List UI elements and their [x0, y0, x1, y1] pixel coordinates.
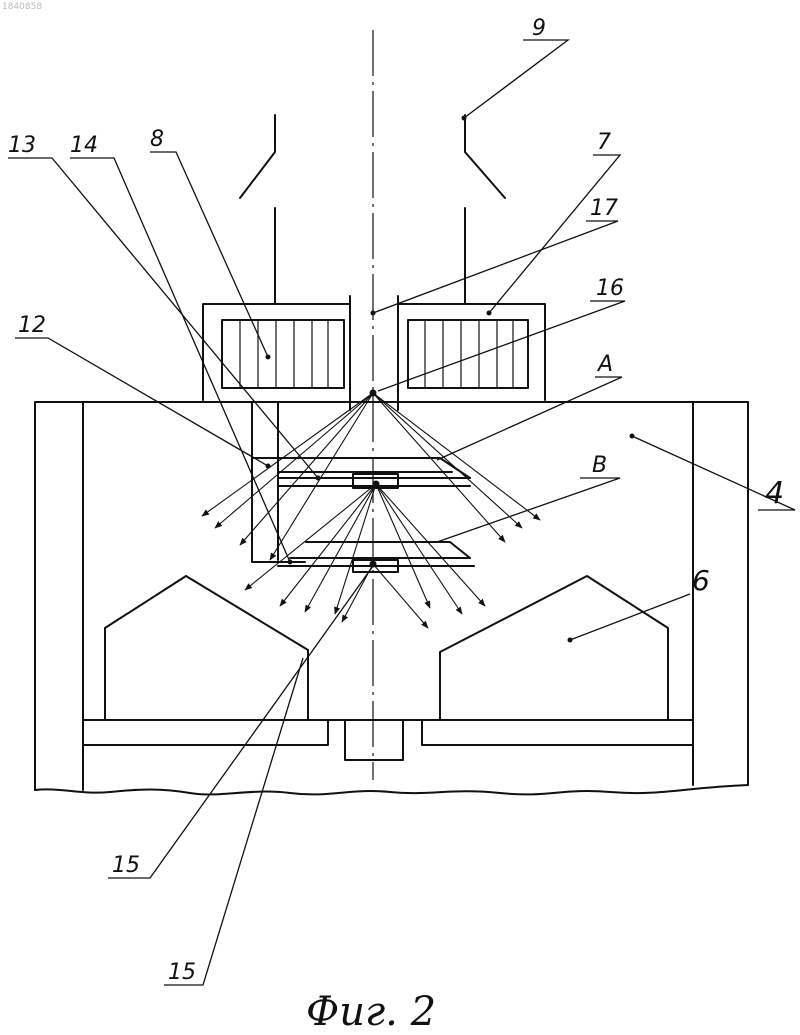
- label-15-upper: 15: [112, 853, 140, 878]
- support-bracket: [252, 402, 305, 562]
- focus-upper: [370, 390, 377, 397]
- base: [35, 720, 748, 794]
- bins: [105, 576, 668, 720]
- document-id: 1840858: [2, 2, 42, 12]
- coil-left: [222, 320, 344, 388]
- focus-middle: [373, 481, 380, 488]
- figure-caption: Фиг. 2: [306, 989, 436, 1035]
- coil-right: [408, 320, 528, 388]
- label-16: 16: [596, 276, 624, 301]
- label-6: 6: [692, 564, 710, 597]
- label-14: 14: [70, 133, 98, 158]
- label-8: 8: [150, 127, 164, 152]
- label-4: 4: [765, 476, 784, 511]
- label-13: 13: [8, 133, 36, 158]
- label-b: B: [592, 453, 607, 478]
- label-9: 9: [532, 16, 546, 41]
- chamber: [35, 402, 748, 790]
- label-15-lower: 15: [168, 960, 196, 985]
- label-12: 12: [18, 313, 46, 338]
- label-7: 7: [597, 130, 611, 155]
- rays-middle: [245, 484, 485, 614]
- label-a: A: [596, 352, 613, 377]
- label-17: 17: [590, 196, 618, 221]
